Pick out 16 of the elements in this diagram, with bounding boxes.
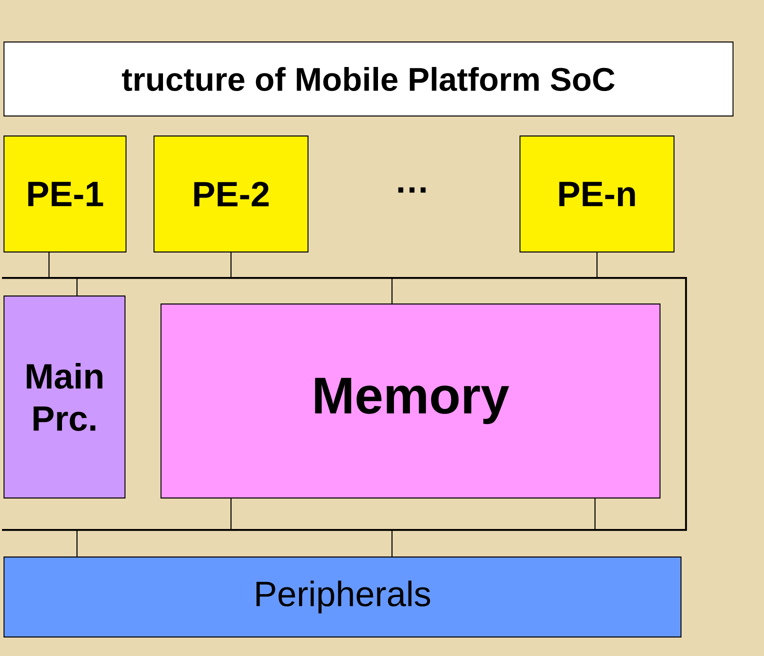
processor-box: PE-2 (154, 136, 308, 252)
connector (48, 252, 50, 278)
connector (391, 278, 393, 304)
connector (76, 278, 78, 296)
bus-line (2, 277, 687, 531)
processor-box: PE-1 (4, 136, 126, 252)
connector (596, 252, 598, 278)
ellipsis: … (398, 187, 426, 193)
connector (391, 530, 393, 557)
title-box: tructure of Mobile Platform SoC (4, 42, 734, 116)
connector (76, 530, 78, 557)
connector (230, 498, 232, 530)
connector (594, 498, 596, 530)
connector (230, 252, 232, 278)
processor-box: PE-n (520, 136, 674, 252)
peripherals-bar: Peripherals (4, 556, 682, 638)
